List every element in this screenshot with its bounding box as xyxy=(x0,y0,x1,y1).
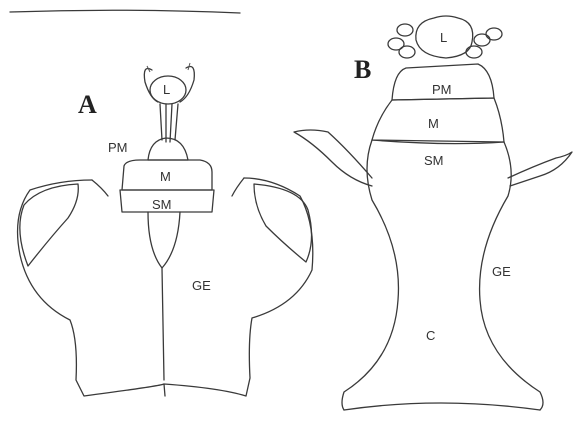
panel-b-label-pm: PM xyxy=(432,82,452,97)
panel-b-label-c: C xyxy=(426,328,435,343)
panel-a-gula xyxy=(148,212,180,268)
panel-a-label-pm: PM xyxy=(108,140,128,155)
panel-a-label-ge: GE xyxy=(192,278,211,293)
panel-a-stalks xyxy=(160,104,178,142)
panel-b-right-process xyxy=(508,152,572,186)
panel-a-label-sm: SM xyxy=(152,197,172,212)
panel-b-left-process xyxy=(294,130,372,186)
panel-a-prementum xyxy=(148,138,188,160)
panel-b-label-m: M xyxy=(428,116,439,131)
panel-b-gula xyxy=(342,140,398,410)
top-border-line xyxy=(10,10,240,13)
panel-b-letter: B xyxy=(354,55,371,84)
panel-b: B L PM M SM GE C xyxy=(294,16,572,410)
panel-a: A L PM M SM GE xyxy=(18,63,313,396)
panel-b-label-l: L xyxy=(440,30,447,45)
panel-a-right-eye xyxy=(254,184,312,262)
panel-a-label-l: L xyxy=(163,82,170,97)
panel-b-label-ge: GE xyxy=(492,264,511,279)
panel-a-letter: A xyxy=(78,90,97,119)
panel-b-label-sm: SM xyxy=(424,153,444,168)
panel-a-label-m: M xyxy=(160,169,171,184)
panel-a-left-eye xyxy=(20,184,78,266)
